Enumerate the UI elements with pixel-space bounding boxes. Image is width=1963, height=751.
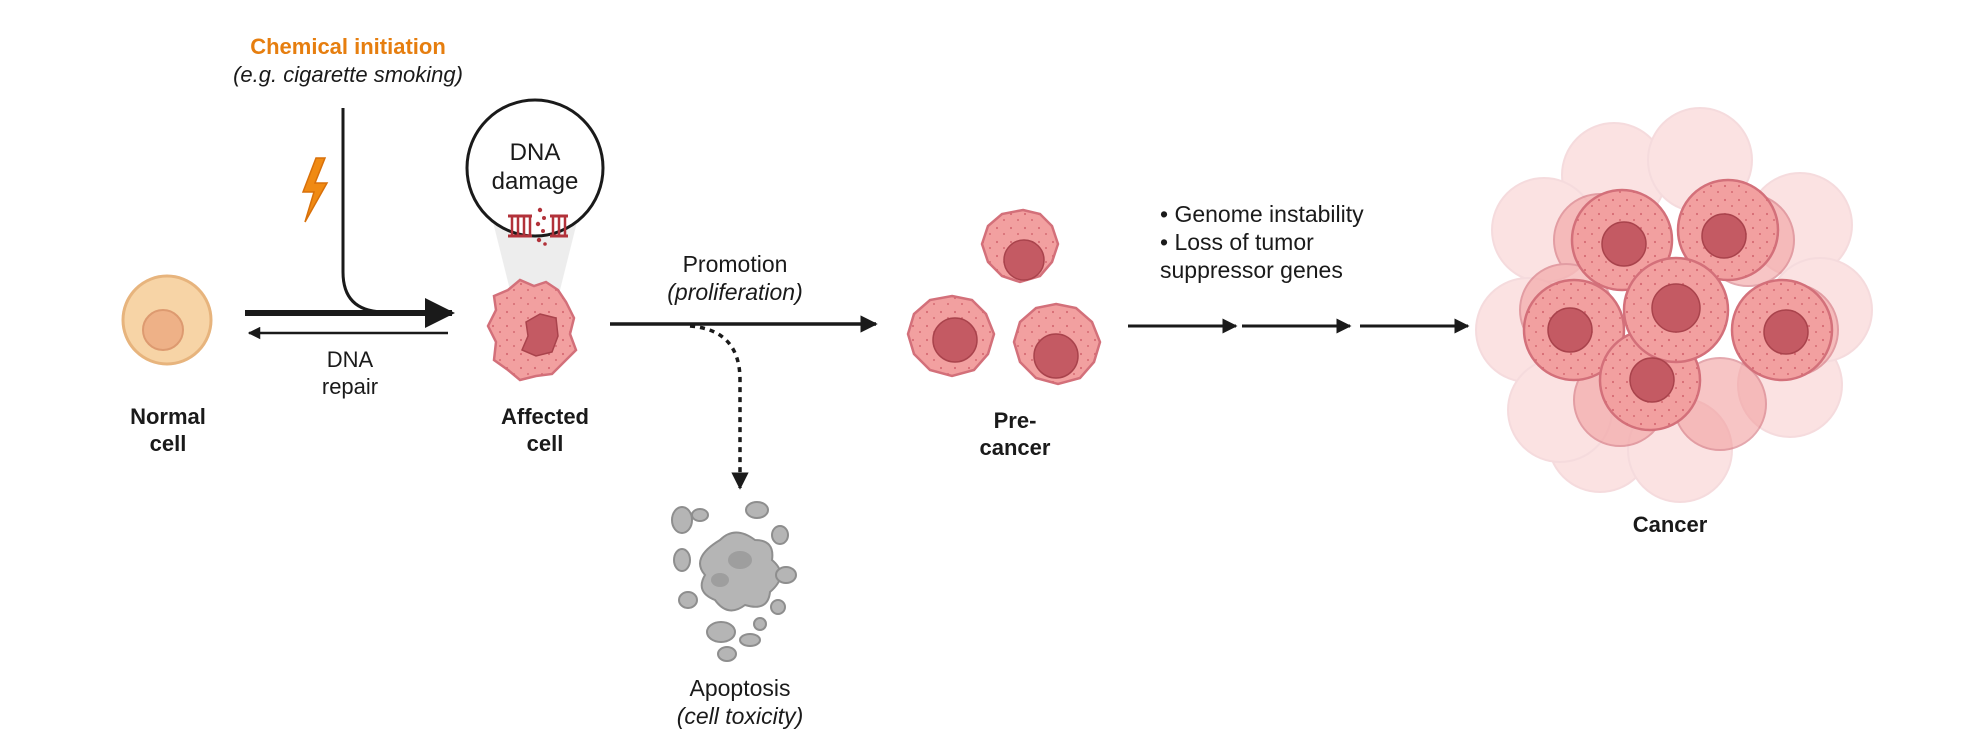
precancer-cell-left xyxy=(906,294,996,378)
normal-cell-line1: Normal xyxy=(130,404,206,429)
apoptosis-title: Apoptosis xyxy=(689,675,791,701)
dna-damage-label: DNA damage xyxy=(475,138,595,197)
dna-repair-line1: DNA xyxy=(326,347,374,372)
apoptotic-cell xyxy=(671,501,797,662)
promotion-title: Promotion xyxy=(682,251,788,277)
precancer-cell-top xyxy=(980,208,1060,284)
progression-notes: • Genome instability • Loss of tumor sup… xyxy=(1160,200,1440,284)
promotion-subtitle: (proliferation) xyxy=(667,279,803,306)
dna-repair-label: DNA repair xyxy=(290,347,410,401)
initiation-title: Chemical initiation xyxy=(250,34,446,59)
progression-bullet-2: • Loss of tumor xyxy=(1160,229,1314,256)
precancer-line1: Pre- xyxy=(993,408,1037,433)
affected-cell-line1: Affected xyxy=(500,404,589,429)
normal-cell-line2: cell xyxy=(149,430,187,456)
affected-cell-label: Affected cell xyxy=(475,404,615,458)
initiation-example: (e.g. cigarette smoking) xyxy=(233,62,463,87)
precancer-cell-right xyxy=(1012,302,1102,386)
affected-cell xyxy=(486,278,578,382)
cancer-label: Cancer xyxy=(1632,512,1708,537)
apoptosis-subtitle: (cell toxicity) xyxy=(676,703,804,730)
initiation-line xyxy=(341,108,440,314)
affected-cell-line2: cell xyxy=(526,430,564,456)
precancer-line2: cancer xyxy=(979,434,1051,460)
dna-damage-line2: damage xyxy=(491,168,579,196)
progression-bullet-3: suppressor genes xyxy=(1160,257,1343,284)
dna-repair-line2: repair xyxy=(321,373,379,399)
normal-cell xyxy=(121,274,213,366)
apoptosis-label: Apoptosis (cell toxicity) xyxy=(640,674,840,730)
dna-damage-line1: DNA xyxy=(509,139,561,166)
progression-bullet-1: • Genome instability xyxy=(1160,201,1364,227)
dna-damage-magnifier xyxy=(465,98,605,246)
apoptosis-branch-arrow xyxy=(689,324,749,490)
precancer-label: Pre- cancer xyxy=(955,408,1075,462)
normal-cell-label: Normal cell xyxy=(108,404,228,458)
dna-icon xyxy=(508,214,568,238)
lightning-icon xyxy=(301,157,329,223)
cancer-cluster xyxy=(1475,107,1873,503)
promotion-label: Promotion (proliferation) xyxy=(630,250,840,306)
